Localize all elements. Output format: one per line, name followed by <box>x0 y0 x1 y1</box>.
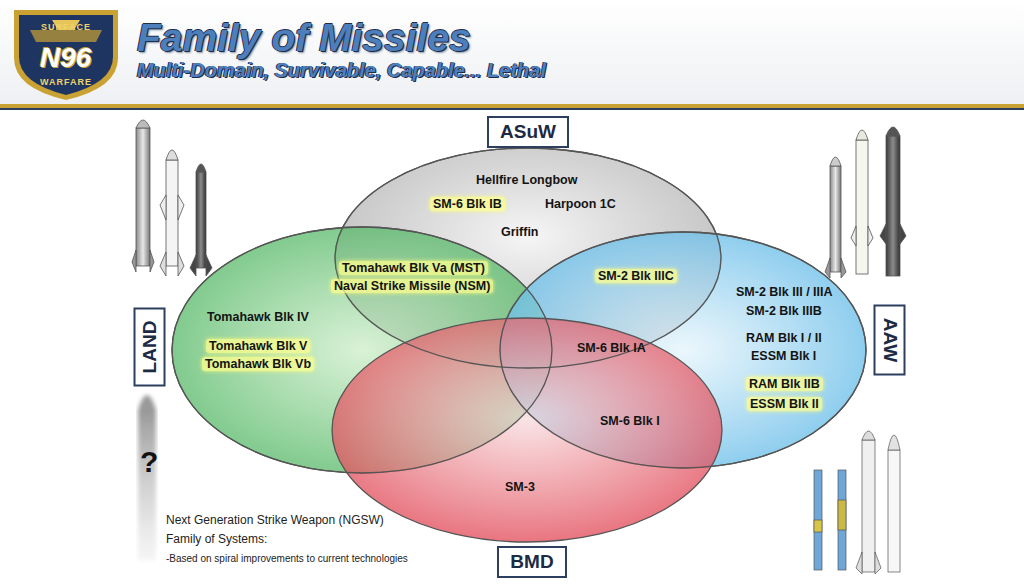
page-title: Family of Missiles <box>137 18 471 57</box>
missile-name: Tomahawk Blk IV <box>207 310 309 324</box>
note-text: Family of Systems: <box>166 533 267 547</box>
missile-name: Tomahawk Blk Vb <box>202 357 314 371</box>
logo-text: SURFACE <box>41 22 91 32</box>
domain-box: AAW <box>874 305 906 376</box>
missile-name: Hellfire Longbow <box>476 173 577 187</box>
note-text: Next Generation Strike Weapon (NGSW) <box>166 514 384 528</box>
missile-name: SM-2 Blk III / IIIA <box>736 285 833 299</box>
domain-label: AAW <box>879 318 901 362</box>
missile-name: RAM Blk IIB <box>746 377 823 391</box>
missile-name: Naval Strike Missile (NSM) <box>331 279 493 293</box>
missile-name: SM-2 Blk IIIC <box>595 269 677 283</box>
domain-label: ASuW <box>500 121 556 143</box>
missile-name: SM-6 Blk IA <box>577 341 646 355</box>
missile-name: Griffin <box>501 225 539 239</box>
missile-name: SM-2 Blk IIIB <box>746 304 822 318</box>
domain-box: ASuW <box>487 116 569 148</box>
domain-label: BMD <box>510 551 553 573</box>
missile-name: Tomahawk Blk V <box>206 339 310 353</box>
missile-name: Tomahawk Blk Va (MST) <box>339 261 488 275</box>
missile-name: SM-6 Blk I <box>600 414 660 428</box>
subtitle: Multi-Domain, Survivable, Capable... Let… <box>137 59 546 82</box>
missile-name: ESSM Blk II <box>747 397 822 411</box>
domain-box: BMD <box>497 546 567 578</box>
domain-label: LAND <box>139 321 161 374</box>
logo-text: N96 <box>40 42 91 74</box>
missile-name: ? <box>140 445 158 480</box>
missile-name: RAM Blk I / II <box>746 331 822 345</box>
missile-name: Harpoon 1C <box>545 197 616 211</box>
missile-name: SM-3 <box>505 480 535 494</box>
note-text: -Based on spiral improvements to current… <box>166 553 408 565</box>
domain-box: LAND <box>134 308 166 387</box>
missile-name: SM-6 Blk IB <box>430 197 505 211</box>
missile-name: ESSM Blk I <box>751 349 816 363</box>
logo-text: WARFARE <box>40 77 92 87</box>
